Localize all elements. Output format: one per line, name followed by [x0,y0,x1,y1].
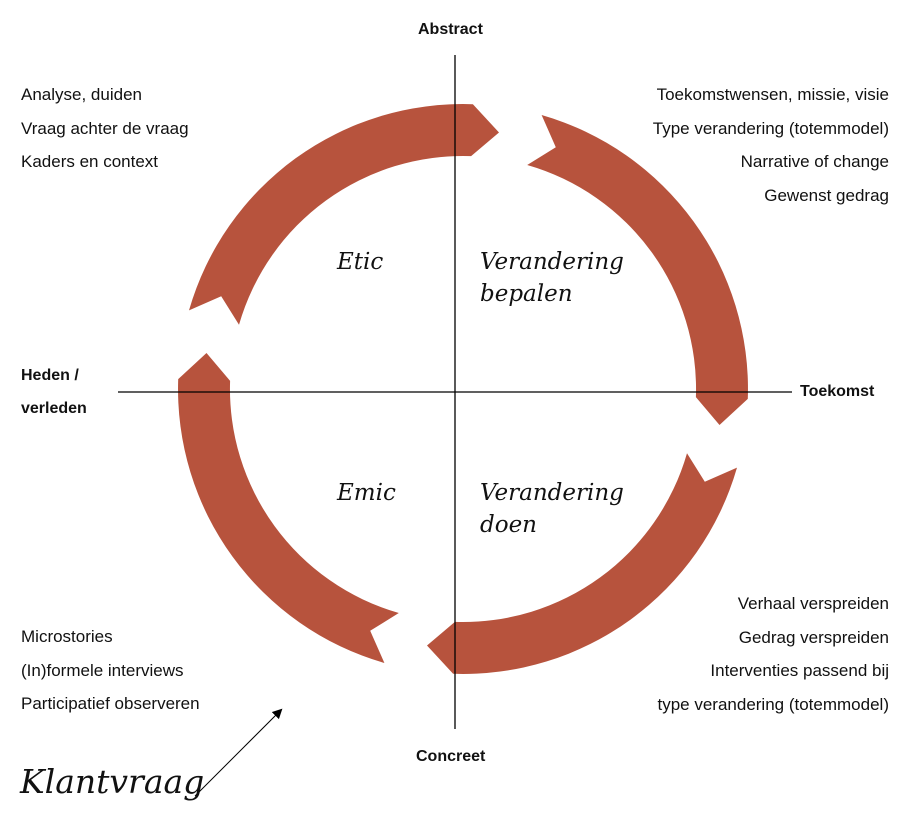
quadrant-label-line: bepalen [480,281,573,307]
note-item: Vraag achter de vraag [21,118,189,138]
axis-label-concreet: Concreet [416,748,486,765]
note-item: type verandering (totemmodel) [657,694,889,714]
segment-top-right-arrow [189,104,499,325]
note-item: Gewenst gedrag [764,185,889,205]
quadrant-label-line: Emic [337,480,396,506]
quadrant-label-etic: Etic [337,246,383,278]
note-item: Verhaal verspreiden [737,594,889,613]
note-item: Type verandering (totemmodel) [652,118,889,138]
quadrant-label-verandering-doen: Verandering doen [480,477,624,541]
note-item: Participatief observeren [21,694,200,713]
note-item: Narrative of change [740,152,889,171]
note-item: Gedrag verspreiden [738,627,889,647]
quadrant-label-emic: Emic [337,477,396,509]
klantvraag-label: Klantvraag [20,762,205,801]
note-item: Kaders en context [21,152,159,171]
quadrant-label-line: doen [480,512,537,538]
axis-label-verleden: verleden [21,400,87,417]
klantvraag-pointer-arrow [194,708,283,797]
notes-bottom-right: Verhaal verspreiden Gedrag verspreiden I… [657,587,889,721]
note-item: Microstories [21,627,113,646]
segment-top-left-arrow [178,353,399,663]
note-item: Interventies passend bij [710,661,889,680]
axis-label-abstract: Abstract [418,21,483,38]
axis-label-heden-verleden: Heden / verleden [21,359,87,425]
segment-bottom-right-arrow [527,115,748,425]
notes-top-left: Analyse, duiden Vraag achter de vraag Ka… [21,78,189,179]
quadrant-label-line: Verandering [480,249,624,275]
note-item: Toekomstwensen, missie, visie [656,85,889,104]
axis-label-toekomst: Toekomst [800,383,875,400]
segment-bottom-left-arrow [427,453,737,674]
quadrant-label-line: Verandering [480,480,624,506]
axis-label-heden: Heden / [21,367,79,384]
cycle-arrows [178,104,748,674]
quadrant-label-verandering-bepalen: Verandering bepalen [480,246,624,310]
notes-top-right: Toekomstwensen, missie, visie Type veran… [653,78,889,212]
note-item: Analyse, duiden [21,85,142,104]
note-item: (In)formele interviews [21,660,184,680]
quadrant-label-line: Etic [337,249,384,275]
notes-bottom-left: Microstories (In)formele interviews Part… [21,620,200,721]
